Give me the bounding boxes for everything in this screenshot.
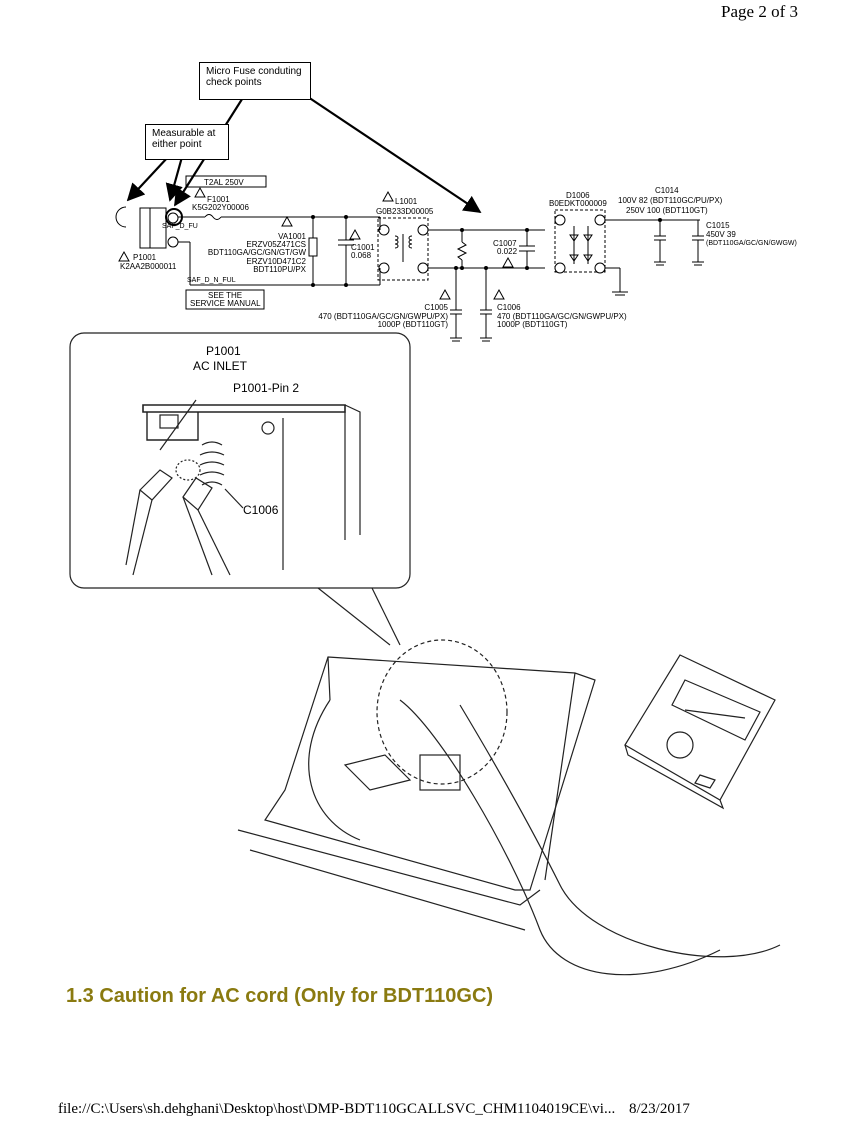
f1001-part: K5G202Y00006 [192,203,249,212]
c1014-label: C1014 [655,186,679,195]
fuse-rating: T2AL 250V [204,178,244,187]
l1001-part: G0B233D00005 [376,207,434,216]
c1006-value-1: 470 (BDT110GA/GC/GN/GWPU/PX) [497,312,627,321]
c1006-label: C1006 [497,303,521,312]
c1001-value: 0.068 [351,251,372,260]
c1014-value-2: 250V 100 (BDT110GT) [626,206,708,215]
va1001-part-1: ERZV05Z471CS [246,240,306,249]
footer-path: file://C:\Users\sh.dehghani\Desktop\host… [58,1101,616,1117]
photo-pin2-label: P1001-Pin 2 [233,381,300,395]
saf-d-n-ful: SAF_D_N_FUL [187,277,236,284]
measurable-callout: Measurable at either point [145,124,229,160]
photo-p1001-label: P1001 [206,344,241,358]
saf-d-fu: SAF_D_FU [162,223,198,230]
section-title: 1.3 Caution for AC cord (Only for BDT110… [66,985,494,1007]
page-number: Page 2 of 3 [721,2,798,21]
l1001-label: L1001 [395,197,418,206]
f1001-label: F1001 [207,195,230,204]
power-schematic [115,175,704,342]
va1001-part-3: ERZV10D471C2 [246,257,306,266]
fuse-check-callout: Micro Fuse conduting check points [199,62,311,100]
c1007-value: 0.022 [497,247,518,256]
d1006-part: B0EDKT000009 [549,199,607,208]
c1005-value-2: 1000P (BDT110GT) [377,320,448,329]
c1007-label: C1007 [493,239,517,248]
c1006-value-2: 1000P (BDT110GT) [497,320,568,329]
p1001-label: P1001 [133,253,157,262]
d1006-label: D1006 [566,191,590,200]
see-manual-2: SERVICE MANUAL [190,299,261,308]
player-multimeter-illustration [237,639,781,976]
c1015-value-1: 450V 39 [706,230,736,239]
photo-ac-inlet-label: AC INLET [193,359,248,373]
footer-date: 8/23/2017 [628,1101,690,1117]
p1001-part: K2AA2B000011 [120,262,177,271]
footer: file://C:\Users\sh.dehghani\Desktop\host… [58,1101,690,1118]
c1005-value-1: 470 (BDT110GA/GC/GN/GWPU/PX) [318,312,448,321]
va1001-part-4: BDT110PU/PX [253,265,306,274]
c1015-value-2: (BDT110GA/GC/GN/GWGW) [706,240,797,247]
photo-inset [69,332,411,646]
c1015-label: C1015 [706,221,730,230]
c1001-label: C1001 [351,243,375,252]
va1001-label: VA1001 [278,232,306,241]
va1001-part-2: BDT110GA/GC/GN/GT/GW [207,248,306,257]
c1014-value-1: 100V 82 (BDT110GC/PU/PX) [618,196,723,205]
see-manual-1: SEE THE [208,291,243,300]
c1005-label: C1005 [424,303,448,312]
photo-c1006-label: C1006 [243,503,279,517]
